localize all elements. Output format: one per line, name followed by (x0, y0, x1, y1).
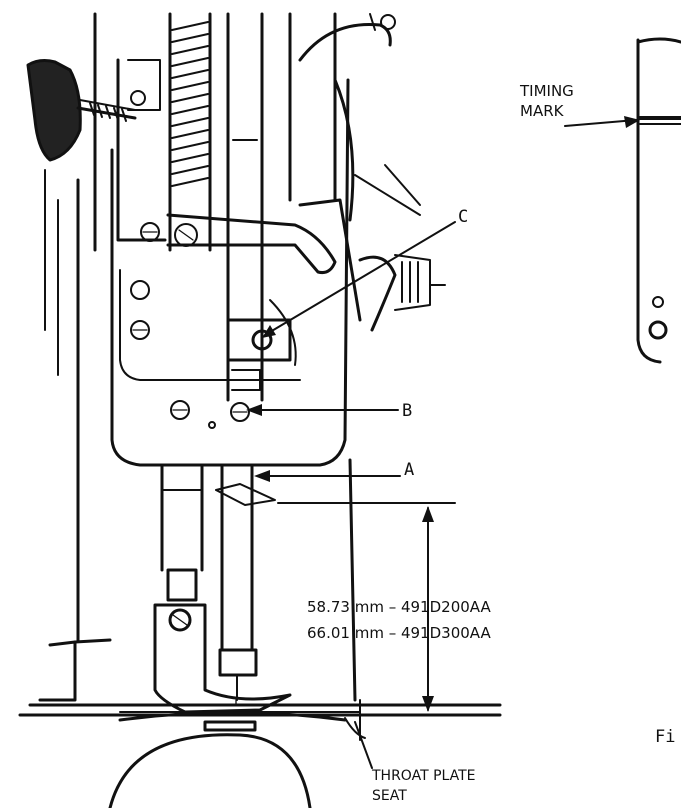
figure-caption-partial: Fi (655, 727, 675, 747)
callout-a-label: A (404, 460, 414, 480)
dimension-label-line2: 66.01 mm – 491D300AA (307, 624, 491, 642)
needle-bar-inset (636, 37, 681, 364)
dimension-label-line1: 58.73 mm – 491D200AA (307, 598, 491, 616)
dimension-arrow (277, 502, 456, 712)
callout-leader-c (262, 221, 456, 338)
throat-plate-leader (354, 721, 373, 769)
timing-mark-leader (564, 116, 640, 128)
timing-mark-label-line1: TIMING (519, 82, 574, 100)
callout-b-label: B (402, 401, 412, 421)
callout-leader-a (254, 470, 401, 482)
timing-mark-label-line2: MARK (520, 102, 565, 120)
throat-plate-label-line1: THROAT PLATE (371, 768, 476, 784)
throat-plate-label-line2: SEAT (372, 788, 407, 804)
machine-head-drawing (18, 12, 502, 808)
callout-leader-b (246, 404, 399, 416)
callout-c-label: C (458, 207, 468, 227)
